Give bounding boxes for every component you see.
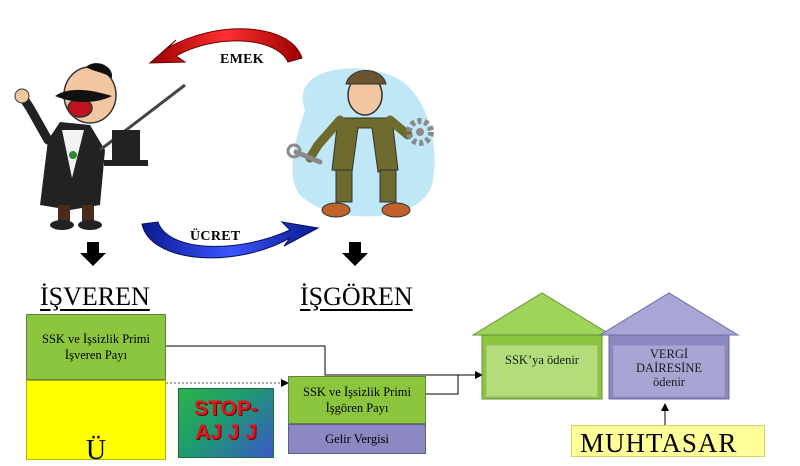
employer-character-icon: [14, 63, 186, 230]
income-tax-box: Gelir Vergisi: [288, 424, 426, 454]
tax-office-house-icon: [598, 292, 740, 400]
connector-employer-ssk-to-house: [166, 345, 483, 379]
stop-aj-line2: AJ J J: [195, 421, 257, 444]
ucret-arrow: [141, 221, 320, 259]
employer-net-block: Ü: [26, 380, 166, 465]
ssk-house-label: SSK’ya ödenir: [505, 353, 579, 367]
down-arrow-employee: [342, 242, 368, 266]
diagram-canvas: [14, 28, 740, 425]
tax-office-house-label: VERGİ DAİRESİNE ödenir: [636, 347, 702, 389]
stop-aj-box: STOP- AJ J J: [178, 388, 274, 458]
employer-title: İŞVEREN: [40, 282, 150, 311]
income-tax-text: Gelir Vergisi: [325, 432, 389, 446]
ucret-label: ÜCRET: [190, 229, 241, 244]
employee-ssk-box: SSK ve İşsizlik Primi İşgören Payı: [288, 376, 426, 424]
employee-ssk-text: SSK ve İşsizlik Primi İşgören Payı: [303, 385, 411, 415]
connector-employee-ssk-to-house: [426, 375, 459, 395]
employer-ssk-text: SSK ve İşsizlik Primi İşveren Payı: [42, 332, 150, 362]
emek-label: EMEK: [220, 52, 264, 67]
muhtasar-box: MUHTASAR: [571, 425, 765, 458]
employer-net-partial-text: Ü: [85, 435, 107, 466]
stop-aj-line1: STOP-: [194, 397, 258, 420]
emek-arrow: [148, 28, 303, 64]
down-arrow-employer: [80, 242, 106, 266]
ssk-house-icon: [471, 292, 613, 400]
employee-title: İŞGÖREN: [300, 282, 413, 311]
employee-character-icon: [286, 68, 435, 218]
employer-ssk-box: SSK ve İşsizlik Primi İşveren Payı: [26, 314, 166, 380]
